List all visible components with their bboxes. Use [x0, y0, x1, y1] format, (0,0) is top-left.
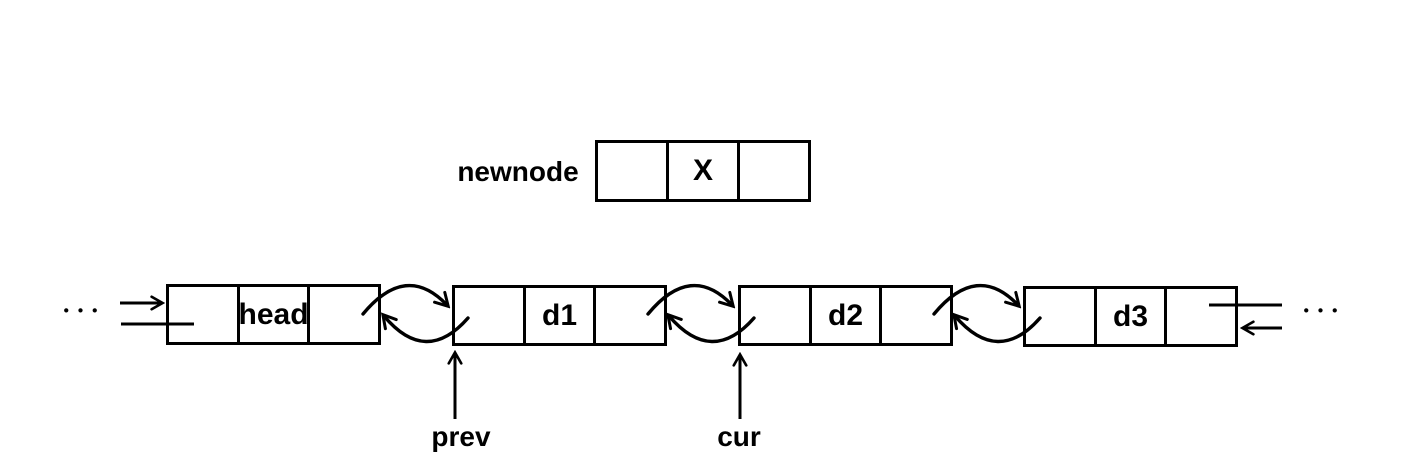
- node-d1-prev-cell: [455, 288, 523, 343]
- newnode-label: newnode: [457, 156, 579, 187]
- node-d2-data-cell: d2: [808, 288, 880, 343]
- newnode-box: X: [595, 140, 811, 202]
- node-d3: d3: [1023, 286, 1238, 347]
- node-d3-prev-cell: [1026, 289, 1094, 344]
- node-d2-next-cell: [879, 288, 950, 343]
- node-head-prev-cell: [169, 287, 237, 342]
- node-d2: d2: [738, 285, 953, 346]
- prev-label: prev: [431, 421, 491, 452]
- newnode-next-cell: [737, 143, 808, 199]
- node-d3-data-cell: d3: [1093, 289, 1165, 344]
- node-d3-next-cell: [1164, 289, 1235, 344]
- node-d1: d1: [452, 285, 667, 346]
- node-d1-next-cell: [593, 288, 664, 343]
- ellipsis-right: •••: [1303, 302, 1347, 320]
- node-head-next-cell: [307, 287, 378, 342]
- node-head: head: [166, 284, 381, 345]
- node-d1-data-cell: d1: [522, 288, 594, 343]
- node-head-data-cell: head: [236, 287, 307, 342]
- newnode-data-cell: X: [666, 143, 737, 199]
- node-d2-prev-cell: [741, 288, 809, 343]
- newnode-prev-cell: [598, 143, 666, 199]
- cur-label: cur: [717, 421, 761, 452]
- ellipsis-left: •••: [63, 302, 107, 320]
